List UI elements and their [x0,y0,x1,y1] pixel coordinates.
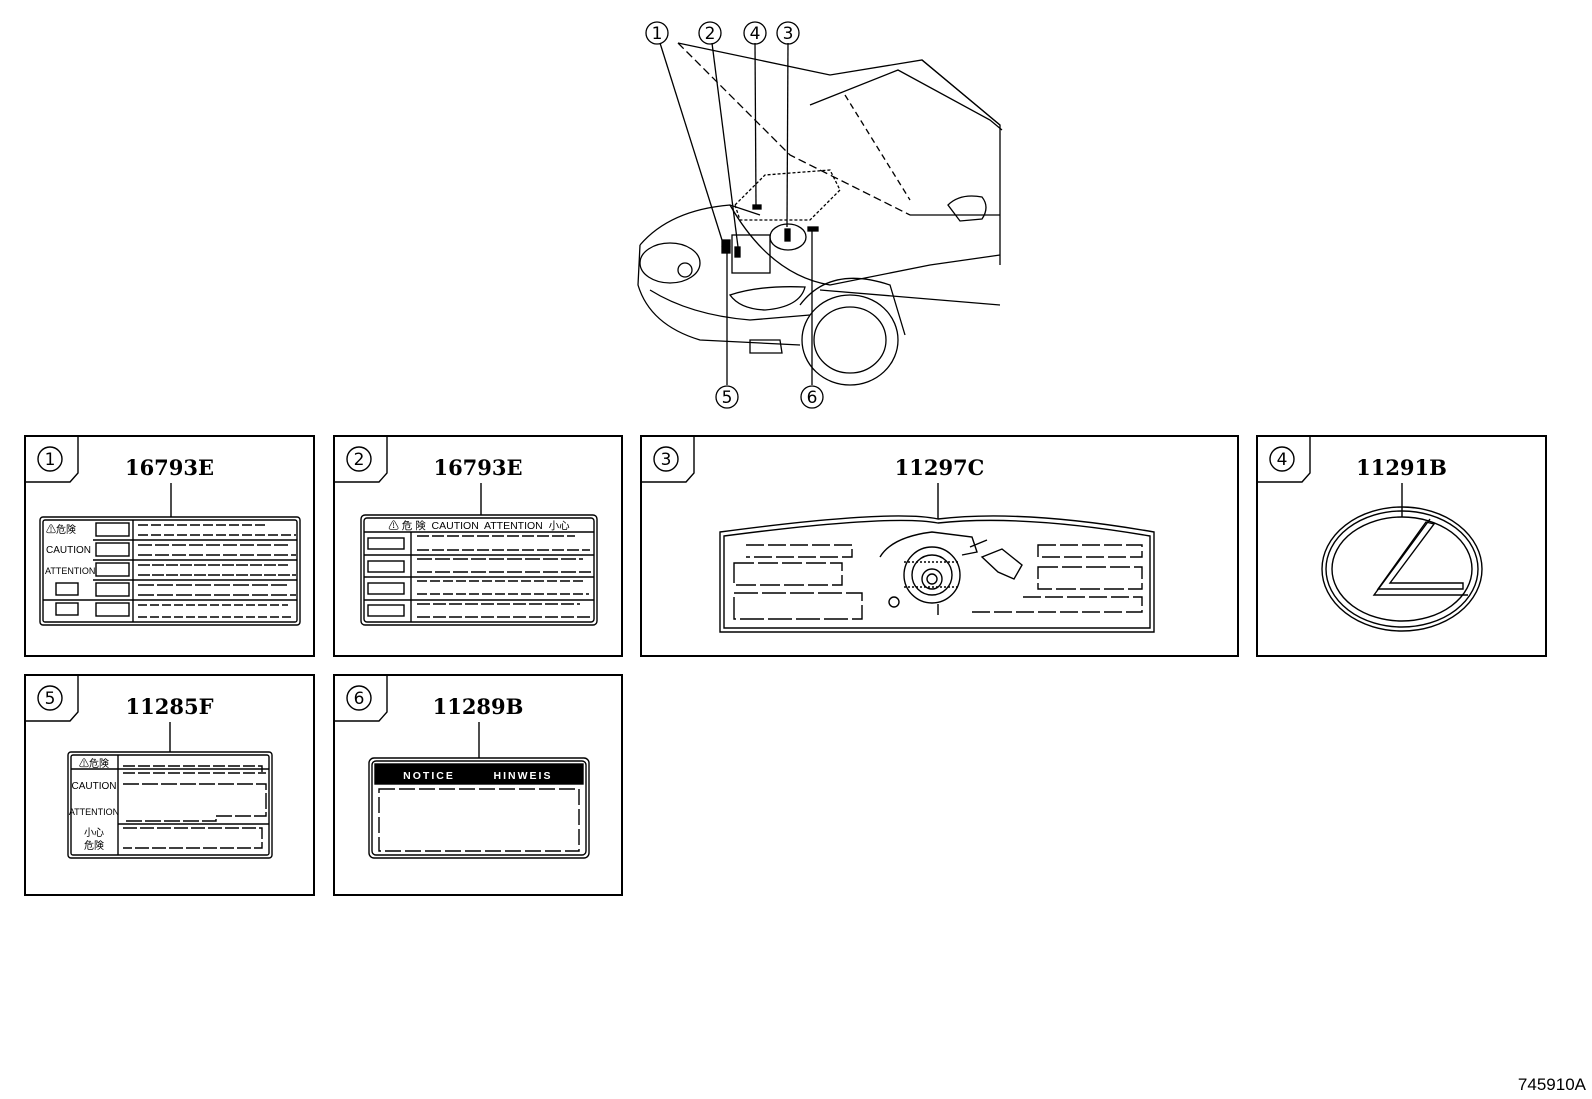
panel-5-line-danger-2: 危険 [84,840,104,852]
panel-2-label-drawing: 2 ⚠ 危 険 CAUTION ATTENTION 小心 [335,437,598,626]
panel-3-label-drawing: 3 [642,437,1155,633]
callout-1: 1 [652,24,663,44]
panel-4-emblem-drawing: 4 [1258,437,1483,632]
callout-3: 3 [783,24,794,44]
panel-1-line-attention: ATTENTION [45,566,95,576]
panel-6-header-hinweis: HINWEIS [494,770,553,782]
panel-2-label-header: ⚠ 危 険 CAUTION ATTENTION 小心 [388,520,570,532]
panel-5-index: 5 [45,689,56,709]
panel-4-part-number: 11291B [1356,455,1447,480]
panel-5-line-danger: ⚠危険 [79,758,109,770]
panel-label-2: 2 ⚠ 危 険 CAUTION ATTENTION 小心 16793E [333,435,623,657]
panel-label-3: 3 11297C [640,435,1239,657]
panel-1-index: 1 [45,450,56,470]
panel-1-line-danger: ⚠危険 [46,524,76,536]
panel-label-5: 5 ⚠危険 CAUTION ATTENTION 小心 危険 11285F [24,674,315,896]
panel-6-part-number: 11289B [432,694,524,719]
panel-6-index: 6 [354,689,365,709]
panel-1-part-number: 16793E [124,455,215,480]
panel-1-label-drawing: 1 ⚠危険 CAUTION ATTENTION [26,437,301,626]
panel-3-part-number: 11297C [894,455,985,480]
panel-5-part-number: 11285F [125,694,214,719]
panel-2-index: 2 [354,450,365,470]
panel-label-1: 1 ⚠危険 CAUTION ATTENTION 16793E [24,435,315,657]
vehicle-engine-bay-illustration: 1 2 3 4 5 6 [637,21,1003,409]
lexus-logo-icon [1321,506,1483,632]
panel-label-6: 6 NOTICE HINWEIS 11289B [333,674,623,896]
callout-2: 2 [705,24,716,44]
panel-2-part-number: 16793E [433,455,523,480]
panel-3-index: 3 [661,450,672,470]
panel-label-4: 4 11291B [1256,435,1547,657]
callout-4: 4 [750,24,761,44]
panel-5-line-attention: ATTENTION [69,807,119,817]
panel-6-label-drawing: 6 NOTICE HINWEIS [335,676,590,859]
drawing-id: 745910A [1517,1075,1586,1094]
panel-4-index: 4 [1277,450,1288,470]
panel-6-header-notice: NOTICE [403,770,455,782]
panel-5-line-caution: CAUTION [72,781,117,792]
callout-6: 6 [807,388,818,408]
panel-5-label-drawing: 5 ⚠危険 CAUTION ATTENTION 小心 危険 [26,676,273,859]
panel-5-line-xiaoxin: 小心 [84,827,104,839]
callout-5: 5 [722,388,733,408]
panel-1-line-caution: CAUTION [46,545,91,556]
